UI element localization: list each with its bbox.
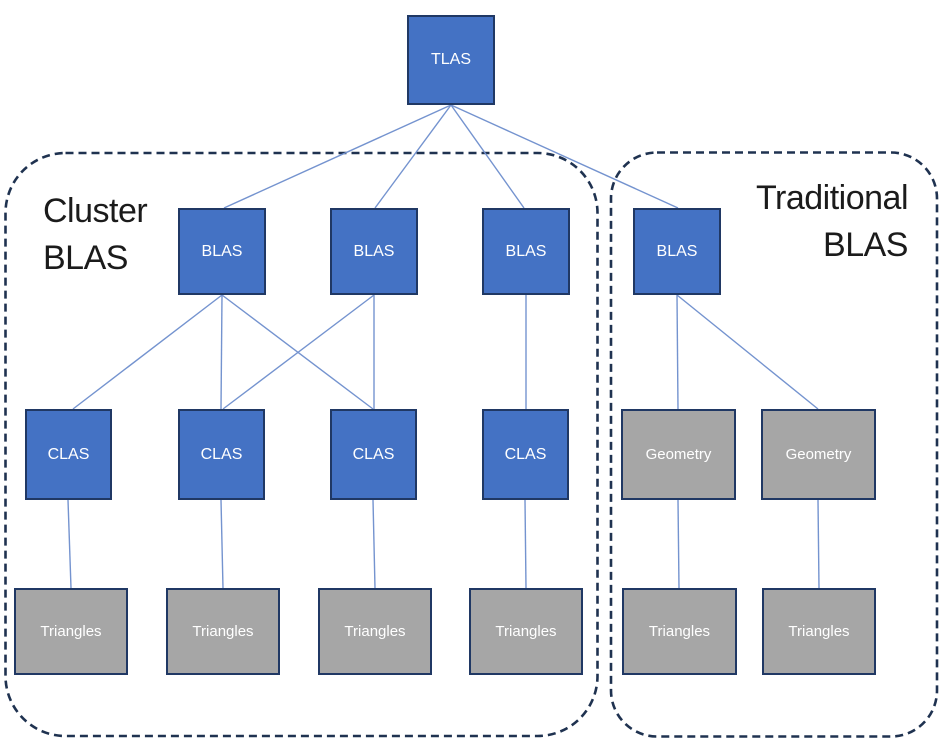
clas-node-3: CLAS xyxy=(330,409,417,500)
cluster-blas-title-line2: BLAS xyxy=(43,239,128,277)
triangles-node-4-label: Triangles xyxy=(495,623,557,640)
edge-tlas-blas4 xyxy=(450,104,679,209)
clas-node-1-label: CLAS xyxy=(47,445,90,463)
edge-tlas-blas1 xyxy=(223,104,452,209)
triangles-node-2: Triangles xyxy=(166,588,280,675)
clas-node-4: CLAS xyxy=(482,409,569,500)
cluster-blas-group-outline xyxy=(4,151,599,738)
tlas-node-label: TLAS xyxy=(430,51,471,68)
blas-node-1: BLAS xyxy=(178,208,266,295)
clas-node-4-label: CLAS xyxy=(504,445,547,463)
edge-clas1-triangles1 xyxy=(67,499,72,589)
edge-tlas-blas3 xyxy=(450,104,525,209)
triangles-node-6: Triangles xyxy=(762,588,876,675)
blas-node-4-label: BLAS xyxy=(656,242,698,260)
blas-node-2-label: BLAS xyxy=(353,242,395,260)
triangles-node-2-label: Triangles xyxy=(192,623,254,640)
edge-geometry2-triangles6 xyxy=(817,499,820,589)
edge-tlas-blas2 xyxy=(374,104,452,209)
edge-clas2-triangles2 xyxy=(220,499,224,589)
triangles-node-5-label: Triangles xyxy=(648,623,711,640)
edge-blas1-clas1 xyxy=(72,294,223,410)
triangles-node-3-label: Triangles xyxy=(344,623,406,640)
edge-clas4-triangles4 xyxy=(524,499,527,589)
traditional-blas-group-title: Traditional BLAS xyxy=(638,175,908,269)
triangles-node-3: Triangles xyxy=(318,588,432,675)
clas-node-2: CLAS xyxy=(178,409,265,500)
blas-node-2: BLAS xyxy=(330,208,418,295)
tlas-node: TLAS xyxy=(407,15,495,105)
geometry-node-2-label: Geometry xyxy=(785,446,852,463)
geometry-node-1-label: Geometry xyxy=(645,446,712,463)
triangles-node-1: Triangles xyxy=(14,588,128,675)
clas-node-2-label: CLAS xyxy=(200,445,243,463)
blas-node-3-label: BLAS xyxy=(505,242,547,260)
geometry-node-2: Geometry xyxy=(761,409,876,500)
traditional-blas-title-line2: BLAS xyxy=(823,226,908,264)
edge-blas4-geometry1 xyxy=(676,294,679,410)
clas-node-1: CLAS xyxy=(25,409,112,500)
blas-node-3: BLAS xyxy=(482,208,570,295)
geometry-node-1: Geometry xyxy=(621,409,736,500)
triangles-node-5: Triangles xyxy=(622,588,737,675)
triangles-node-1-label: Triangles xyxy=(40,623,102,640)
edge-blas2-clas2 xyxy=(222,294,375,410)
clas-node-3-label: CLAS xyxy=(352,445,395,463)
triangles-node-4: Triangles xyxy=(469,588,583,675)
traditional-blas-group-outline xyxy=(609,151,939,738)
triangles-node-6-label: Triangles xyxy=(788,623,850,640)
traditional-blas-title-line1: Traditional xyxy=(756,179,908,217)
blas-node-1-label: BLAS xyxy=(201,242,243,260)
blas-node-4: BLAS xyxy=(633,208,721,295)
cluster-blas-group-title: Cluster BLAS xyxy=(43,188,148,282)
edge-clas3-triangles3 xyxy=(372,499,376,589)
cluster-blas-title-line1: Cluster xyxy=(43,192,148,230)
edge-blas4-geometry2 xyxy=(676,294,819,410)
tree-edges xyxy=(67,104,820,589)
edge-geometry1-triangles5 xyxy=(677,499,680,589)
edge-blas1-clas2 xyxy=(220,294,223,410)
